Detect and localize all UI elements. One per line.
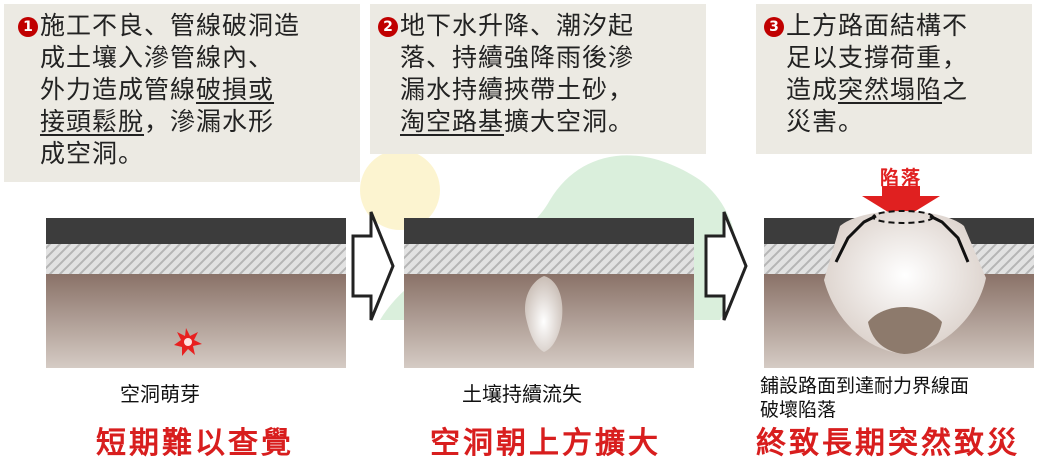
collapse-label: 陷落	[880, 167, 923, 189]
step-3-title: 終致長期突然致災	[756, 426, 1020, 461]
step-2-text-box	[370, 4, 706, 154]
step-1-road-cross-section	[46, 218, 346, 368]
step-2-title: 空洞朝上方擴大	[430, 426, 661, 461]
step-3-caption: 鋪設路面到達耐力界線面 破壞陷落	[760, 375, 970, 421]
step-1-text-box	[4, 4, 360, 182]
step-3-text-box	[756, 4, 1032, 154]
step-1-number-badge: 1	[18, 17, 38, 37]
step-2-caption: 土壤持續流失	[462, 382, 582, 406]
step-2-number-badge: 2	[378, 17, 398, 37]
step-1-caption: 空洞萌芽	[120, 382, 200, 406]
step-3-number-badge: 3	[764, 17, 784, 37]
arrow-right-icon	[351, 211, 395, 321]
arrow-right-icon	[704, 211, 748, 321]
step-1-title: 短期難以查覺	[96, 426, 294, 461]
growing-void	[524, 276, 563, 352]
step-2-road-cross-section	[404, 218, 694, 368]
step-3-road-cross-section	[764, 186, 1034, 368]
collapse-arrow-icon	[862, 186, 940, 220]
